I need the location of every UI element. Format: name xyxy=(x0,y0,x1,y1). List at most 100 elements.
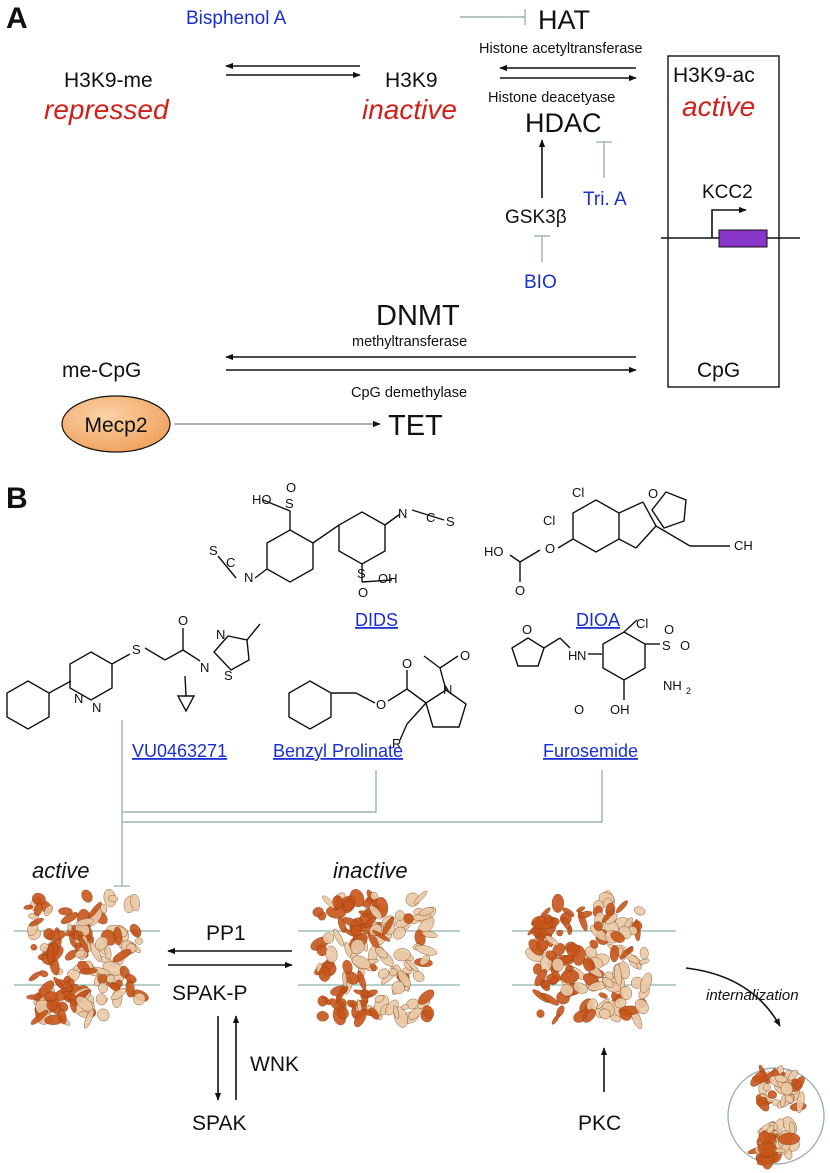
protein-ribbon-segment xyxy=(100,903,108,914)
protein-ribbon-segment xyxy=(767,1090,777,1099)
histone-deacetylase-label: Histone deacetyase xyxy=(488,90,615,106)
protein-ribbon-segment xyxy=(551,1013,560,1025)
dioa-cl1: Cl xyxy=(572,485,584,500)
protein-ribbon-segment xyxy=(75,918,95,927)
protein-ribbon-segment xyxy=(536,939,549,952)
protein-ribbon-segment xyxy=(317,995,328,1007)
protein-ribbon-segment xyxy=(639,947,649,960)
cpg-label: CpG xyxy=(697,359,740,382)
protein-ribbon-segment xyxy=(400,1004,409,1010)
protein-ribbon-segment xyxy=(615,900,628,914)
dids-o2: O xyxy=(358,585,368,600)
h3k9ac-box xyxy=(667,55,780,388)
protein-ribbon-segment xyxy=(391,981,405,995)
protein-ribbon-segment xyxy=(422,1005,435,1019)
bp-r: R xyxy=(392,736,401,751)
protein-ribbon-segment xyxy=(129,923,142,938)
protein-ribbon-segment xyxy=(110,982,120,992)
protein-ribbon-segment xyxy=(397,970,411,988)
protein-ribbon-segment xyxy=(87,901,102,919)
protein-ribbon-segment xyxy=(788,1069,799,1081)
furosemide-link[interactable]: Furosemide xyxy=(543,741,638,761)
protein-ribbon-segment xyxy=(544,935,559,946)
dids-link[interactable]: DIDS xyxy=(355,610,398,630)
protein-ribbon-segment xyxy=(104,945,112,960)
protein-ribbon-segment xyxy=(351,955,371,969)
vu-n1: N xyxy=(74,691,83,706)
dids-n1: N xyxy=(244,570,253,585)
vu-n4: N xyxy=(216,627,225,642)
protein-ribbon-segment xyxy=(332,928,345,947)
fu-o3: O xyxy=(680,638,690,653)
protein-ribbon-segment xyxy=(756,1096,768,1106)
protein-ribbon-segment xyxy=(780,1094,786,1107)
fu-s: S xyxy=(662,638,671,653)
benzyl-prolinate-link[interactable]: Benzyl Prolinate xyxy=(273,741,403,761)
benzyl-prolinate-structure: O O N O R xyxy=(288,648,470,751)
vu-s1: S xyxy=(132,642,141,657)
protein-ribbon-segment xyxy=(774,1074,788,1083)
protein-ribbon-segment xyxy=(316,944,328,957)
active-label-b: active xyxy=(32,858,89,883)
protein-ribbon-segment xyxy=(318,966,331,982)
protein-ribbon-segment xyxy=(774,1148,786,1154)
protein-ribbon-segment xyxy=(419,955,430,966)
kcc2-protein-active xyxy=(23,888,149,1029)
protein-ribbon-segment xyxy=(778,1132,801,1146)
protein-ribbon-segment xyxy=(598,992,608,999)
protein-ribbon-segment xyxy=(593,921,603,932)
inactive-label-a: inactive xyxy=(362,94,457,125)
h3k9ac-label: H3K9-ac xyxy=(673,64,755,87)
protein-ribbon-segment xyxy=(374,994,385,1003)
protein-ribbon-segment xyxy=(589,939,599,949)
protein-ribbon-segment xyxy=(393,948,411,962)
hat-label: HAT xyxy=(538,5,590,35)
furosemide-inhibit-line xyxy=(122,770,603,823)
vu-n3: N xyxy=(200,660,209,675)
furosemide-structure: O H N Cl S O O NH 2 O OH xyxy=(511,616,691,717)
histone-acetyltransferase-label: Histone acetyltransferase xyxy=(479,41,643,57)
protein-ribbon-segment xyxy=(780,1082,793,1096)
kcc2-gene-box xyxy=(718,229,768,248)
dids-c2: C xyxy=(426,510,435,525)
bp-o3: O xyxy=(460,648,470,663)
vu-o: O xyxy=(178,613,188,628)
protein-ribbon-segment xyxy=(47,944,55,966)
protein-ribbon-segment xyxy=(536,1009,545,1018)
protein-ribbon-segment xyxy=(573,982,588,994)
protein-ribbon-segment xyxy=(566,943,580,957)
fu-o1: O xyxy=(522,622,532,637)
dids-s2: S xyxy=(209,543,218,558)
protein-ribbon-segment xyxy=(634,998,649,1015)
dnmt-label: DNMT xyxy=(376,300,460,332)
fu-sub2: 2 xyxy=(686,686,691,696)
protein-ribbon-segment xyxy=(354,1009,367,1028)
protein-ribbon-segment xyxy=(112,949,132,963)
vu0463271-link[interactable]: VU0463271 xyxy=(132,741,227,761)
protein-ribbon-segment xyxy=(33,903,43,917)
dioa-link[interactable]: DIOA xyxy=(576,610,620,630)
protein-ribbon-segment xyxy=(89,942,102,962)
protein-ribbon-segment xyxy=(421,930,438,938)
protein-ribbon-segment xyxy=(342,959,353,974)
protein-ribbon-segment xyxy=(23,904,34,910)
protein-ribbon-segment xyxy=(58,907,73,916)
protein-ribbon-segment xyxy=(81,889,93,903)
protein-ribbon-segment xyxy=(325,945,338,963)
mecp2-ellipse xyxy=(61,395,171,453)
h3k9-label: H3K9 xyxy=(385,69,438,92)
dids-o1: O xyxy=(286,480,296,495)
protein-ribbon-segment xyxy=(601,909,614,924)
protein-ribbon-segment xyxy=(58,1008,67,1025)
protein-ribbon-segment xyxy=(69,998,77,1013)
protein-ribbon-segment xyxy=(419,907,434,916)
protein-ribbon-segment xyxy=(389,968,398,977)
protein-ribbon-segment xyxy=(392,926,406,940)
protein-ribbon-segment xyxy=(350,924,363,937)
protein-ribbon-segment xyxy=(577,910,593,919)
protein-ribbon-segment xyxy=(337,916,347,933)
protein-ribbon-segment xyxy=(130,893,140,912)
protein-ribbon-segment xyxy=(403,913,414,924)
inactive-label-b: inactive xyxy=(333,858,408,883)
fu-o4: O xyxy=(574,702,584,717)
